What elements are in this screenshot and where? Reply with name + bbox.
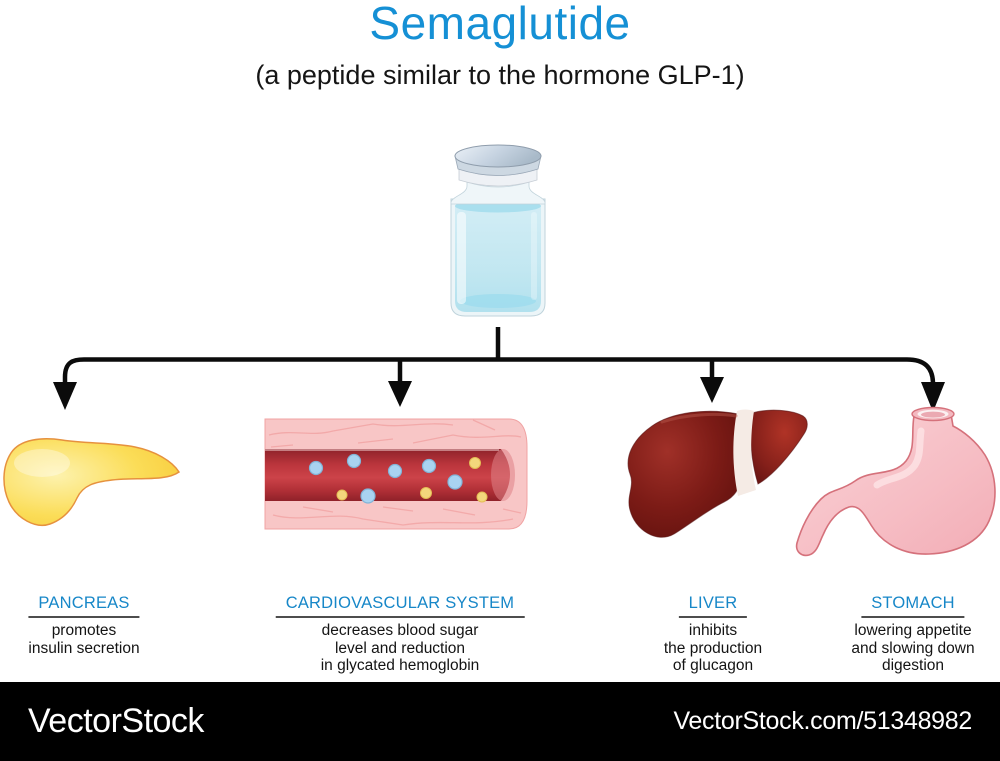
vessel-cut-edge-glow bbox=[491, 449, 515, 501]
vessel-lumen bbox=[265, 449, 510, 501]
connector-branch-line bbox=[62, 357, 936, 386]
vessel-wall-texture bbox=[268, 419, 522, 526]
arrow-connector bbox=[53, 327, 945, 412]
liver-right-lobe bbox=[750, 409, 808, 485]
cardiovascular-effect: decreases blood sugar level and reductio… bbox=[320, 622, 480, 674]
liver-left-lobe bbox=[627, 410, 741, 538]
page-title: Semaglutide bbox=[369, 0, 631, 49]
label-liver: LIVER inhibits the production of glucago… bbox=[664, 594, 762, 675]
vial-liquid bbox=[455, 206, 541, 312]
arrowhead-pancreas bbox=[53, 382, 77, 410]
stomach-highlight bbox=[873, 427, 925, 489]
pancreas-shape bbox=[3, 438, 181, 526]
esophagus-opening-inner bbox=[921, 411, 945, 418]
liver-illustration bbox=[627, 409, 808, 538]
arrowhead-cardiovascular bbox=[388, 381, 412, 407]
liver-top-highlight bbox=[660, 412, 738, 424]
label-pancreas: PANCREAS promotes insulin secretion bbox=[28, 594, 140, 657]
pancreas-illustration bbox=[3, 438, 181, 526]
blood-sugar-molecules-blue bbox=[308, 453, 463, 504]
watermark-bar: VectorStock VectorStock.com/51348982 bbox=[0, 682, 1000, 761]
stomach-illustration bbox=[795, 406, 996, 557]
liver-falciform-ligament bbox=[733, 409, 756, 496]
vectorstock-reference: VectorStock.com/51348982 bbox=[673, 707, 972, 735]
label-cardiovascular: CARDIOVASCULAR SYSTEM decreases blood su… bbox=[275, 594, 525, 675]
medication-vial-illustration bbox=[450, 144, 546, 317]
pancreas-effect: promotes insulin secretion bbox=[28, 622, 140, 657]
vial-liquid-bottom bbox=[460, 294, 536, 308]
pancreas-highlight bbox=[14, 449, 70, 477]
cardiovascular-heading: CARDIOVASCULAR SYSTEM bbox=[275, 594, 525, 618]
liver-effect: inhibits the production of glucagon bbox=[663, 622, 763, 674]
page-subtitle: (a peptide similar to the hormone GLP-1) bbox=[255, 60, 745, 90]
arrowhead-liver bbox=[700, 377, 724, 403]
stomach-heading: STOMACH bbox=[861, 594, 965, 618]
blood-vessel-illustration bbox=[264, 418, 528, 530]
label-stomach: STOMACH lowering appetite and slowing do… bbox=[851, 594, 974, 675]
arrowhead-stomach bbox=[921, 382, 945, 412]
vial-highlight bbox=[457, 212, 466, 304]
vial-highlight-right bbox=[531, 212, 537, 300]
blood-sugar-molecules-yellow bbox=[336, 457, 488, 503]
vectorstock-logo: VectorStock bbox=[28, 702, 204, 740]
stomach-shape bbox=[795, 410, 996, 557]
stomach-effect: lowering appetite and slowing down diges… bbox=[851, 622, 975, 674]
vial-neck bbox=[450, 181, 546, 205]
vial-cap-top bbox=[454, 144, 542, 168]
pancreas-heading: PANCREAS bbox=[28, 594, 140, 618]
liver-heading: LIVER bbox=[678, 594, 748, 618]
